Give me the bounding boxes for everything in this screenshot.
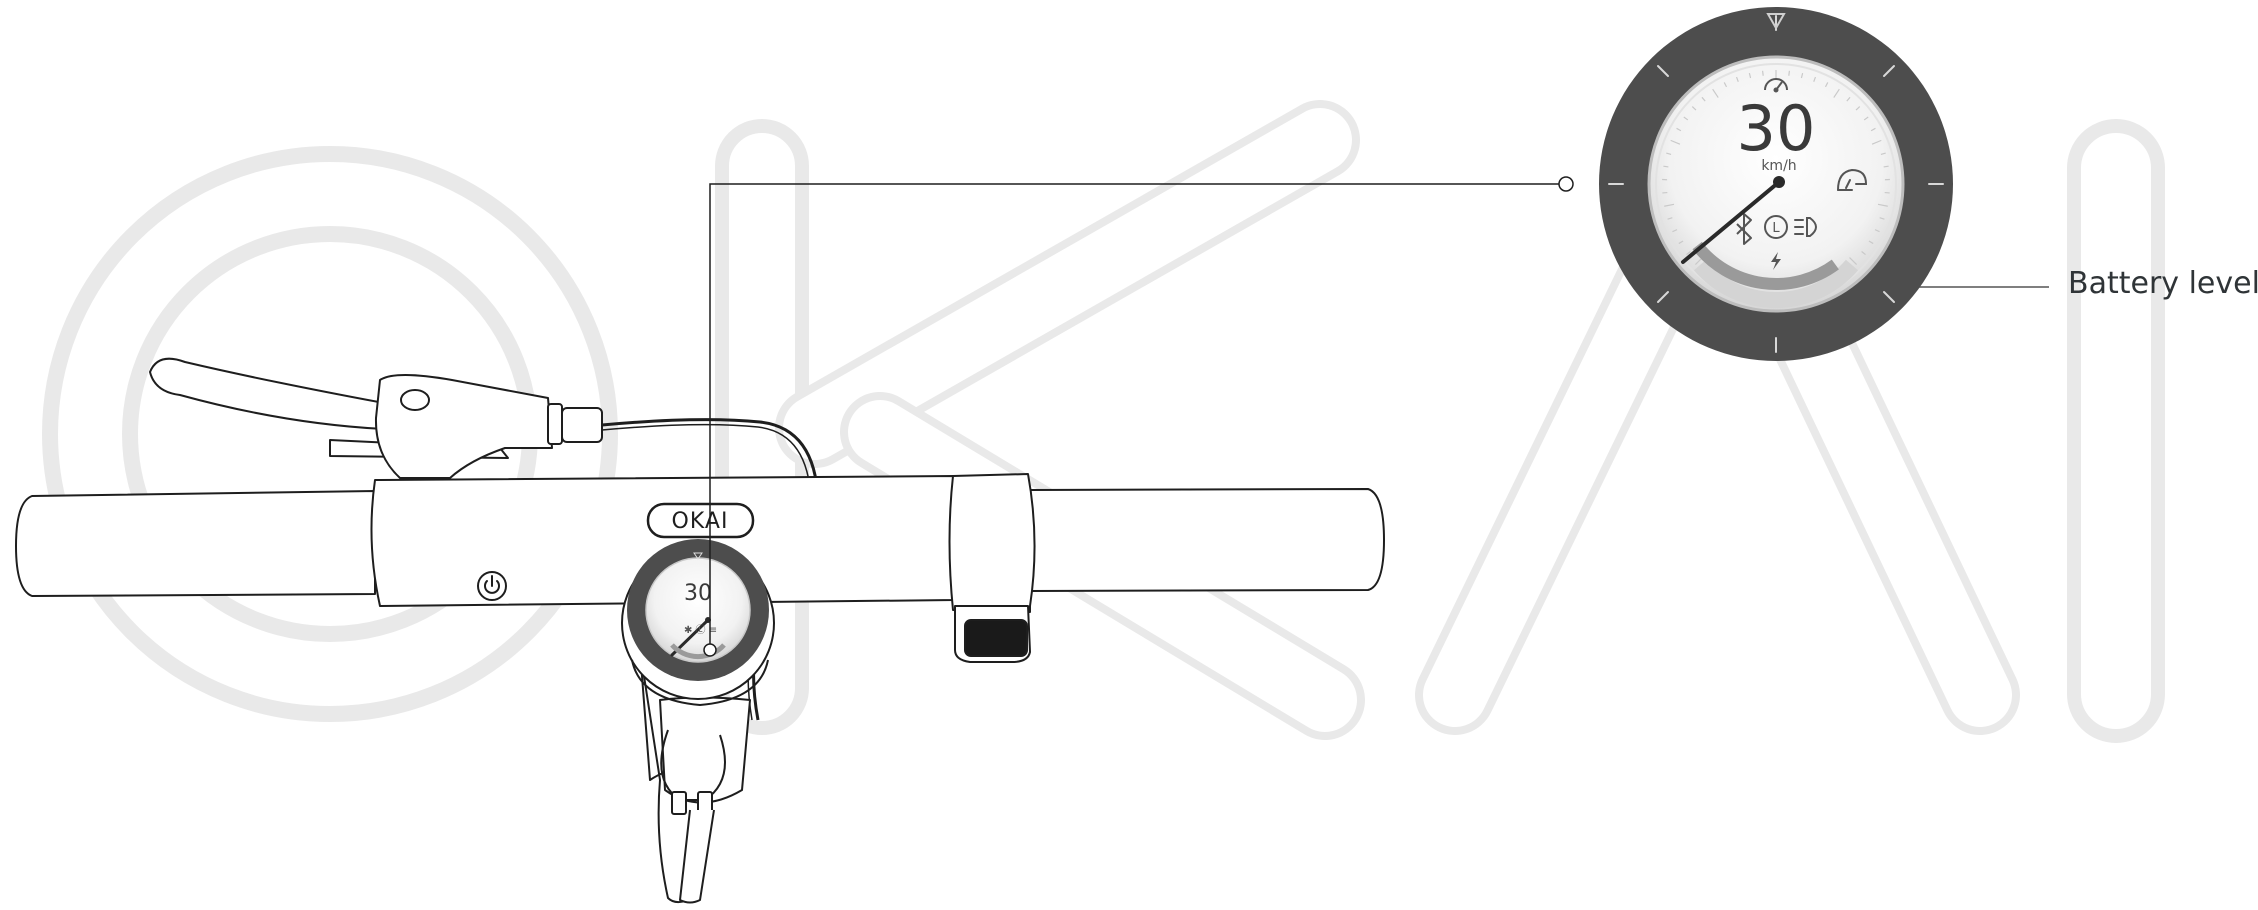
throttle-clamp xyxy=(950,474,1035,612)
right-grip xyxy=(1030,489,1384,591)
scale-tick xyxy=(1789,71,1790,76)
left-grip xyxy=(16,491,375,596)
large-display: 30 km/h L xyxy=(1599,7,1953,361)
brake-lever xyxy=(150,359,412,430)
speed-unit: km/h xyxy=(1761,158,1796,174)
scale-tick xyxy=(1763,71,1764,76)
throttle-grip-pad xyxy=(965,620,1027,656)
svg-text:✱ Ⓛ ≡: ✱ Ⓛ ≡ xyxy=(684,624,717,636)
okai-logo-badge: OKAI xyxy=(648,504,753,537)
power-button[interactable] xyxy=(478,572,506,600)
speed-readout: 30 xyxy=(1737,92,1816,165)
battery-level-label: Battery level xyxy=(2068,266,2258,301)
scale-tick xyxy=(1884,166,1889,167)
svg-text:L: L xyxy=(1772,221,1780,236)
scale-tick xyxy=(1663,166,1668,167)
brake-bolt xyxy=(401,390,429,410)
small-display: 30 ✱ Ⓛ ≡ xyxy=(627,539,769,681)
small-speed-readout: 30 xyxy=(684,581,712,606)
svg-text:OKAI: OKAI xyxy=(672,509,729,534)
